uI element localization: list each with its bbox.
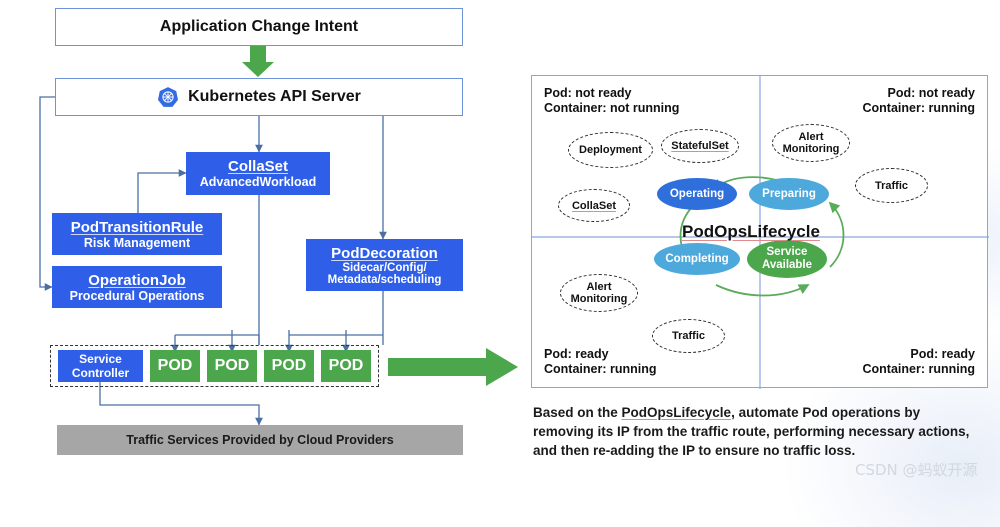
- resource-ellipse-traffic-top: Traffic: [855, 168, 928, 203]
- ellipse-label: StatefulSet: [671, 140, 729, 152]
- state-service-available: Service Available: [747, 240, 827, 278]
- poddecoration-box: PodDecoration Sidecar/Config/ Metadata/s…: [306, 239, 463, 291]
- state-operating: Operating: [657, 178, 737, 210]
- quadrant-dividers: [532, 76, 989, 389]
- ellipse-label: Alert Monitoring: [782, 131, 840, 155]
- state-label: Preparing: [762, 187, 816, 200]
- pod-box-3: POD: [264, 350, 314, 382]
- poddecoration-subtitle-2: Metadata/scheduling: [327, 273, 442, 286]
- service-controller-line1: Service: [79, 352, 122, 366]
- resource-ellipse-collaset: CollaSet: [558, 189, 630, 222]
- intent-label: Application Change Intent: [159, 18, 359, 35]
- caption-part2: , automate Pod operations by removing it…: [533, 405, 970, 458]
- resource-ellipse-traffic-bottom: Traffic: [652, 319, 725, 353]
- caption-emphasis: PodOpsLifecycle: [621, 405, 732, 420]
- green-down-arrow-icon: [242, 46, 274, 77]
- pod-label: POD: [328, 357, 364, 374]
- caption-part1: Based on the: [533, 405, 622, 420]
- kubernetes-api-server-box: Kubernetes API Server: [55, 78, 463, 116]
- ellipse-label: Deployment: [579, 144, 642, 156]
- service-controller-box: Service Controller: [58, 350, 143, 382]
- pod-box-1: POD: [150, 350, 200, 382]
- poddecoration-subtitle-1: Sidecar/Config/: [342, 261, 427, 274]
- collaset-title: CollaSet: [227, 158, 288, 175]
- resource-ellipse-alert-monitoring-bottom: Alert Monitoring: [560, 274, 638, 312]
- podtransitionrule-title: PodTransitionRule: [70, 218, 204, 236]
- quadrant-label-top-left: Pod: not ready Container: not running: [544, 86, 680, 115]
- resource-ellipse-alert-monitoring-top: Alert Monitoring: [772, 124, 850, 162]
- state-completing: Completing: [654, 243, 740, 275]
- ellipse-label: CollaSet: [571, 199, 616, 212]
- pod-label: POD: [271, 357, 307, 374]
- poddecoration-title: PodDecoration: [331, 244, 438, 262]
- quadrant-label-bottom-left: Pod: ready Container: running: [544, 347, 657, 376]
- pod-box-2: POD: [207, 350, 257, 382]
- service-controller-line2: Controller: [71, 366, 130, 380]
- operationjob-subtitle: Procedural Operations: [69, 288, 205, 303]
- green-right-arrow-icon: [388, 348, 518, 386]
- collaset-subtitle: AdvancedWorkload: [199, 175, 317, 189]
- state-preparing: Preparing: [749, 178, 829, 210]
- podtransitionrule-box: PodTransitionRule Risk Management: [52, 213, 222, 255]
- lifecycle-title: PodOpsLifecycle: [682, 222, 820, 241]
- resource-ellipse-deployment: Deployment: [568, 132, 653, 168]
- pod-label: POD: [214, 357, 250, 374]
- quadrant-label-top-right: Pod: not ready Container: running: [862, 86, 976, 115]
- pod-box-4: POD: [321, 350, 371, 382]
- api-server-label: Kubernetes API Server: [188, 88, 361, 105]
- state-label: Service Available: [761, 246, 813, 271]
- csdn-watermark: CSDN @蚂蚁开源: [855, 461, 978, 479]
- quadrant-label-bottom-right: Pod: ready Container: running: [862, 347, 976, 376]
- application-change-intent-box: Application Change Intent: [55, 8, 463, 46]
- ellipse-label: Traffic: [671, 330, 705, 342]
- podopslifecycle-panel: Pod: not ready Container: not running Po…: [531, 75, 989, 389]
- operationjob-title: OperationJob: [88, 271, 186, 289]
- pod-label: POD: [157, 357, 193, 374]
- state-label: Completing: [665, 252, 729, 265]
- resource-ellipse-statefulset: StatefulSet: [661, 129, 739, 163]
- traffic-services-box: Traffic Services Provided by Cloud Provi…: [57, 425, 463, 455]
- traffic-services-label: Traffic Services Provided by Cloud Provi…: [126, 433, 394, 447]
- operationjob-box: OperationJob Procedural Operations: [52, 266, 222, 308]
- panel-caption: Based on the PodOpsLifecycle, automate P…: [533, 403, 978, 460]
- podtransitionrule-subtitle: Risk Management: [83, 235, 191, 250]
- diagram-canvas: Application Change Intent Kubernetes API…: [39, 8, 1000, 527]
- kubernetes-logo-icon: [158, 87, 179, 107]
- service-pod-group: [50, 345, 379, 387]
- collaset-box: CollaSet AdvancedWorkload: [186, 152, 330, 195]
- ellipse-label: Traffic: [874, 179, 908, 192]
- state-label: Operating: [669, 187, 725, 200]
- ellipse-label: Alert Monitoring: [570, 281, 628, 305]
